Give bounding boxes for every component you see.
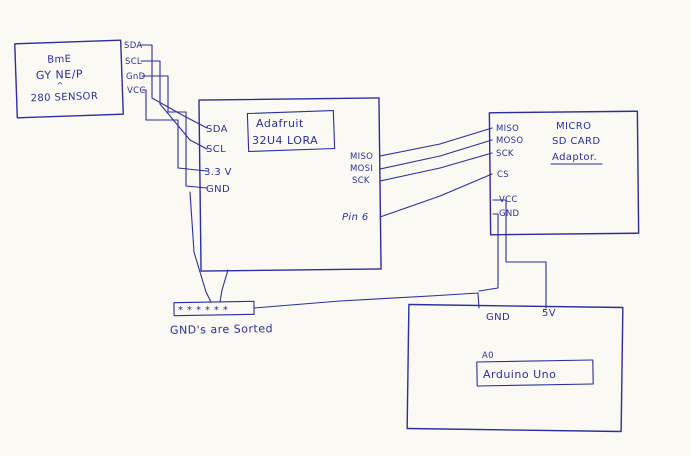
wires [139,44,547,309]
bme-title-line1: BmE [47,54,71,66]
wire-mosi [379,139,493,170]
wire-sck [379,152,493,182]
bme-pin-sda: SDA [124,41,143,51]
bme-title-line3: 280 SENSOR [30,91,98,104]
feather-board-box: Adafruit 32U4 LORA SDA SCL 3.3 V GND MIS… [198,97,382,272]
wire-bme-vcc-to-feather-3v3 [141,89,208,172]
sd-pin-cs: CS [497,170,509,180]
feather-pin-scl: SCL [206,144,226,155]
sd-pin-miso: MISO [496,124,519,134]
feather-outline [198,97,382,272]
arduino-name-label: Arduino Uno [483,368,556,381]
wire-pin6-to-cs [379,173,493,218]
bme-sensor-box: BmE GY NE/P ^ 280 SENSOR [14,39,124,119]
feather-pin-miso: MISO [350,152,373,162]
wire-bme-scl-to-feather [140,60,208,150]
sd-pin-moso: MOSO [496,136,523,146]
bme-pin-labels: SDA SCL GnD VCC [124,41,146,96]
arduino-outline [406,303,624,433]
wire-miso [379,127,493,157]
sd-adapter-box: MICRO SD CARD Adaptor. MISO MOSO SCK CS … [488,110,640,236]
wire-feather-gnd-to-strip [189,191,212,303]
wire-feather-bottom-to-strip [219,269,229,303]
sd-pin-vcc: VCC [499,195,518,205]
sd-outline [488,110,640,236]
bme-sensor-outline [14,39,124,119]
feather-pin-sck: SCK [352,176,370,186]
sd-title-line3: Adaptor. [552,152,597,163]
ground-strip-note: GND's are Sorted [170,322,273,337]
wire-sd-gnd-to-ground-run [478,213,499,292]
arduino-gnd-label: GND [486,312,510,323]
wire-bme-sda-to-feather [139,44,208,129]
arduino-5v-label: 5V [542,308,556,319]
wire-sd-vcc-to-arduino-5v [492,199,547,309]
bme-pin-scl: SCL [125,57,142,67]
feather-pin-6: Pin 6 [342,212,369,223]
feather-pin-sda: SDA [206,124,228,135]
sd-pin-gnd: GND [499,209,520,219]
sd-title-line1: MICRO [556,121,591,132]
bme-pin-gnd: GnD [126,72,146,82]
feather-label-outline [246,109,336,153]
feather-pin-gnd: GND [206,184,230,195]
feather-label-line1: Adafruit [256,117,304,130]
wire-strip-to-arduino-gnd [253,292,480,309]
arduino-a0-label: A0 [482,351,494,361]
feather-pin-3v3: 3.3 V [204,167,232,178]
bme-title-line2: GY NE/P [36,68,84,83]
sd-title-line2: SD CARD [552,136,601,147]
sd-pin-sck: SCK [496,149,514,159]
bme-caret: ^ [56,81,64,91]
wire-bme-gnd-to-feather [141,75,208,189]
ground-strip-stars: * * * * * * [178,305,228,316]
bme-pin-vcc: VCC [127,86,146,96]
ground-strip: * * * * * * GND's are Sorted [170,300,273,337]
arduino-box: GND 5V A0 Arduino Uno [406,303,624,433]
feather-label-line2: 32U4 LORA [252,134,318,147]
arduino-name-outline [476,359,594,387]
feather-pin-mosi: MOSI [350,164,373,174]
